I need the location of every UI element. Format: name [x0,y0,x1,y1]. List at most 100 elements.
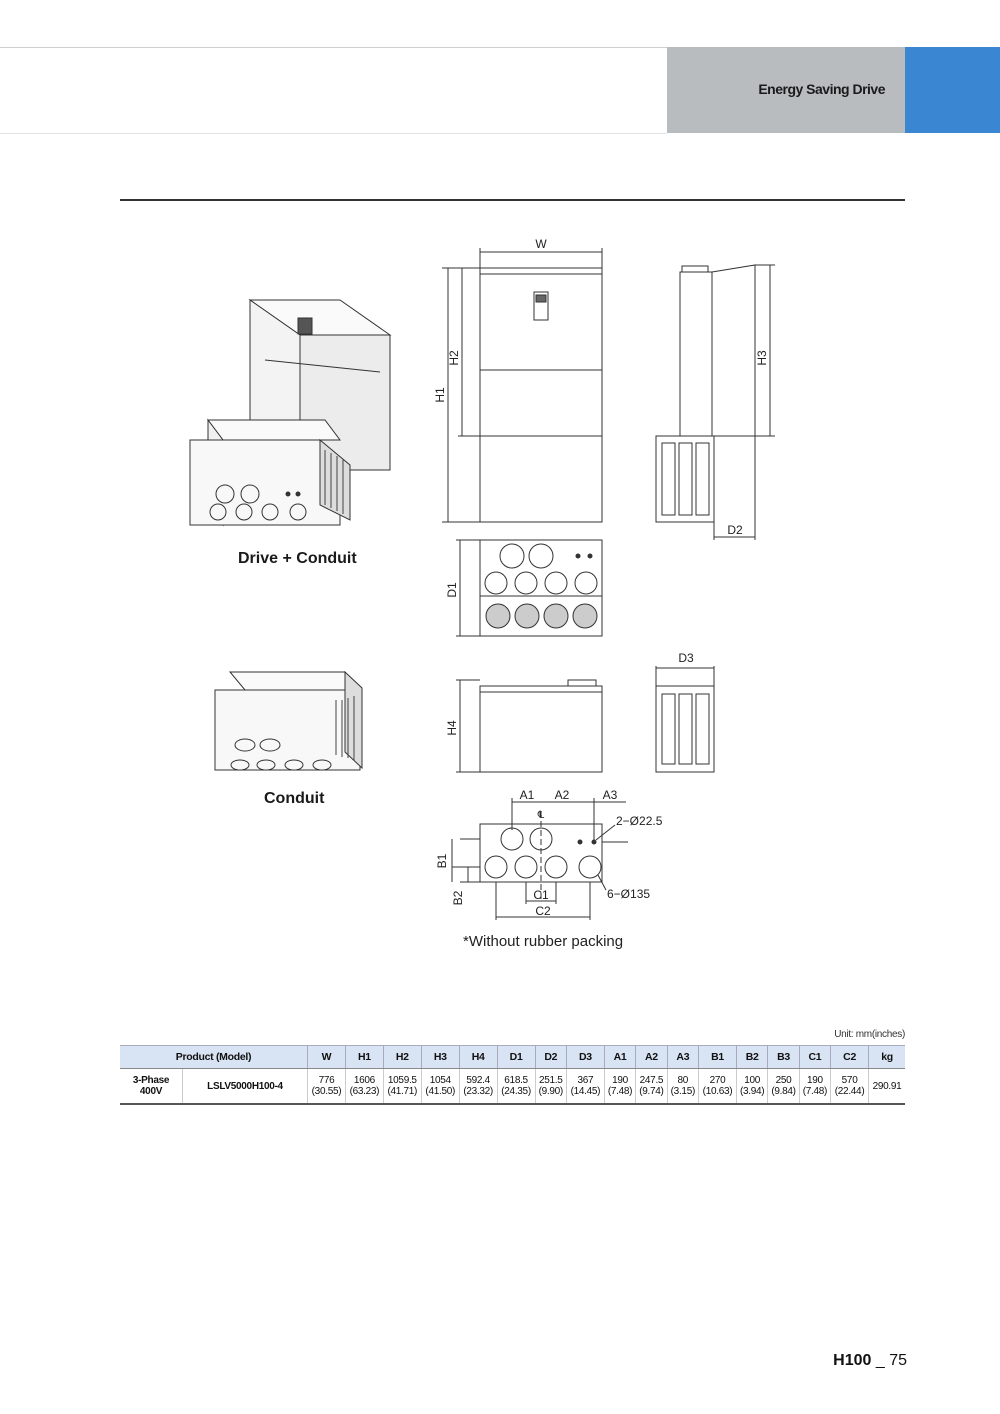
cell-mm: 251.5 [538,1075,563,1086]
col-h2: H2 [382,1045,422,1069]
cell-mm: 247.5 [639,1075,664,1086]
dim-b2-label: B2 [451,890,465,905]
col-b3: B3 [767,1045,800,1069]
col-a3: A3 [666,1045,699,1069]
dim-c2-label: C2 [535,904,551,918]
spec-table: Product (Model) W H1 H2 H3 H4 D1 D2 D3 A… [120,1045,905,1105]
cell-mm: 570 [841,1075,858,1086]
cell-d1: 618.5(24.35) [496,1068,536,1105]
centerline-mark: ℄ [537,810,545,821]
spec-table-header-row: Product (Model) W H1 H2 H3 H4 D1 D2 D3 A… [120,1045,905,1069]
col-d2: D2 [534,1045,567,1069]
cell-inch: (9.84) [771,1086,796,1097]
conduit-front-view [456,679,603,773]
cell-mm: 367 [577,1075,594,1086]
cell-inch: (23.32) [463,1086,493,1097]
side-view [655,264,775,540]
col-c2: C2 [830,1045,869,1069]
section-rule [120,199,905,201]
cell-mm: 1054 [429,1075,451,1086]
page-footer: H100 _ 75 [833,1352,907,1370]
small-hole-label: 2−Ø22.5 [616,814,663,828]
cell-mm: 190 [612,1075,628,1086]
footer-product: H100 [833,1352,872,1369]
col-b1: B1 [698,1045,737,1069]
cell-inch: (30.55) [311,1086,342,1097]
dim-h3-label: H3 [755,350,769,366]
caption-drive-conduit: Drive + Conduit [238,550,357,567]
unit-label: Unit: mm(inches) [834,1029,905,1040]
cell-kg: 290.91 [868,1068,905,1105]
cell-weight: 290.91 [872,1080,902,1092]
cell-inch: (9.90) [538,1086,564,1097]
cell-a3: 80(3.15) [666,1068,699,1105]
header-title: Energy Saving Drive [758,81,885,97]
cell-mm: 80 [677,1075,689,1086]
phase-text: 3-Phase [132,1075,170,1086]
cell-inch: (41.50) [425,1086,456,1097]
iso-conduit-illustration [214,670,363,771]
cell-b1: 270(10.63) [698,1068,737,1105]
dim-h2-label: H2 [447,350,461,366]
cell-a2: 247.5(9.74) [635,1068,668,1105]
cell-mm: 190 [807,1075,823,1086]
dim-d1-label: D1 [445,582,459,598]
hole-layout-view [451,798,628,920]
phase-cell: 3-Phase 400V [120,1068,183,1105]
cell-inch: (9.74) [639,1086,664,1097]
header-top-line [0,47,1000,48]
cell-w: 776(30.55) [307,1068,346,1105]
product-header: Product (Model) [120,1045,308,1069]
large-hole-label: 6−Ø135 [607,887,650,901]
col-d3: D3 [565,1045,605,1069]
dim-c1-label: C1 [533,888,549,902]
cell-mm: 270 [709,1075,726,1086]
cell-mm: 100 [744,1075,761,1086]
dim-h1-label: H1 [433,387,447,403]
col-h1: H1 [344,1045,384,1069]
dim-b1-label: B1 [435,853,449,868]
cell-inch: (3.94) [739,1086,765,1097]
conduit-side-view [655,666,715,773]
cell-h2: 1059.5(41.71) [382,1068,422,1105]
front-view [442,248,603,523]
col-a1: A1 [603,1045,636,1069]
col-b2: B2 [735,1045,768,1069]
cell-a1: 190(7.48) [603,1068,636,1105]
col-w: W [307,1045,346,1069]
col-a2: A2 [635,1045,668,1069]
cell-inch: (24.35) [501,1086,531,1097]
cell-c1: 190(7.48) [798,1068,831,1105]
header-band: Energy Saving Drive [667,47,905,133]
cell-c2: 570(22.44) [830,1068,869,1105]
dim-a3-label: A3 [603,788,618,802]
cell-inch: (41.71) [387,1086,418,1097]
cell-inch: (7.48) [802,1086,828,1097]
dim-a2-label: A2 [555,788,570,802]
cell-inch: (14.45) [570,1086,601,1097]
cell-d2: 251.5(9.90) [534,1068,567,1105]
col-kg: kg [868,1045,905,1069]
voltage-text: 400V [139,1086,163,1097]
cell-d3: 367(14.45) [565,1068,605,1105]
header-bottom-line [0,133,667,134]
col-d1: D1 [496,1045,536,1069]
model-cell: LSLV5000H100-4 [182,1068,308,1105]
cell-mm: 1059.5 [387,1075,417,1086]
table-row: 3-Phase 400V LSLV5000H100-4 776(30.55) 1… [120,1068,905,1105]
cell-h4: 592.4(23.32) [458,1068,498,1105]
footer-page-number: _ 75 [875,1352,907,1369]
iso-drive-conduit-illustration [189,299,392,527]
cell-inch: (63.23) [349,1086,380,1097]
dim-h4-label: H4 [445,720,459,736]
dim-a1-label: A1 [520,788,535,802]
cell-mm: 776 [318,1075,335,1086]
rubber-packing-note: *Without rubber packing [463,933,624,950]
cell-mm: 618.5 [504,1075,528,1086]
cell-b2: 100(3.94) [735,1068,768,1105]
top-view [456,539,603,637]
cell-h3: 1054(41.50) [420,1068,460,1105]
cell-inch: (3.15) [670,1086,696,1097]
dim-w-label: W [535,237,547,251]
col-h3: H3 [420,1045,460,1069]
